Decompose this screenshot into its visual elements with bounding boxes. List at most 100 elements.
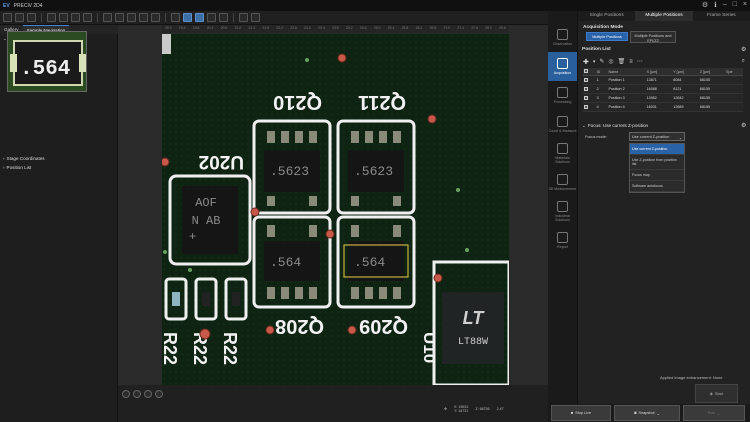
pcb-live-image[interactable]: Q210 Q211 U202 .5623 .5623 AOF N AB + .5… (162, 34, 509, 385)
ellipse-tool-button[interactable] (71, 13, 80, 22)
focus-section-header[interactable]: ⌄ Focus: Use current Z-position (582, 123, 648, 129)
cell-spe (725, 84, 743, 94)
nav-3d-measurement[interactable]: 3D Measurement (548, 168, 577, 197)
measure-tool-button[interactable] (139, 13, 148, 22)
save-button[interactable] (27, 13, 36, 22)
ruler-tick: 21.0 (234, 26, 242, 30)
col-y[interactable]: Y [µm] (672, 68, 699, 76)
nav-label: Observation (552, 42, 573, 46)
more-icon[interactable]: ⋯ (636, 59, 643, 65)
mode-multiple-positions-efi[interactable]: Multiple Positions and EFI/Z2 (630, 31, 676, 43)
select-tool-button[interactable] (47, 13, 56, 22)
col-check[interactable] (583, 68, 596, 76)
cell-spe (725, 102, 743, 112)
target-icon[interactable]: ◎ (608, 59, 614, 65)
nav-report[interactable]: Report (548, 226, 577, 255)
tab-single-positions[interactable]: Single Positions (578, 11, 636, 21)
nav-count-measure[interactable]: Count & Measure (548, 110, 577, 139)
zoom-in-icon[interactable] (122, 390, 130, 398)
layout-button[interactable] (239, 13, 248, 22)
polygon-tool-button[interactable] (83, 13, 92, 22)
stop-live-button[interactable]: ■Stop Live (551, 405, 611, 421)
gallery-button[interactable] (3, 13, 12, 22)
search-icon[interactable]: ⌕ (741, 58, 745, 64)
nav-processing[interactable]: Processing (548, 81, 577, 110)
option-focus-map[interactable]: Focus map (630, 170, 684, 181)
info-icon[interactable]: ℹ (714, 2, 717, 9)
fit-view-button[interactable] (171, 13, 180, 22)
rectangle-tool-button[interactable] (59, 13, 68, 22)
start-label: Start (714, 391, 724, 396)
cell-y: 12642 (672, 93, 699, 103)
live-image-thumbnail[interactable]: .564 (7, 31, 87, 92)
cell-x: 16088 (645, 84, 673, 94)
zoom-in-tool-button[interactable] (103, 13, 112, 22)
focus-settings-icon[interactable]: ⚙ (741, 123, 747, 129)
col-id[interactable]: ID (595, 68, 608, 76)
distance-readout: 2.47 (496, 407, 504, 411)
col-z[interactable]: Z [µm] (698, 68, 726, 76)
option-z-from-list[interactable]: Use Z-position from position list (630, 155, 684, 170)
row-checkbox[interactable] (584, 95, 588, 100)
gear-icon[interactable]: ⚙ (701, 2, 709, 9)
edit-icon[interactable]: ✎ (599, 59, 605, 65)
zoom-out-icon[interactable] (133, 390, 141, 398)
col-name[interactable]: Name (607, 68, 646, 76)
nav-observation[interactable]: Observation (548, 23, 577, 52)
materials-icon (557, 143, 568, 154)
option-software-autofocus[interactable]: Software autofocus (630, 181, 684, 192)
start-button[interactable]: ◈ Start (695, 384, 738, 403)
tab-multiple-positions[interactable]: Multiple Positions (635, 11, 693, 21)
pan-tool-button[interactable] (127, 13, 136, 22)
maximize-icon[interactable]: □ (732, 1, 737, 8)
histogram-button[interactable] (219, 13, 228, 22)
position-list-title: Position List (582, 47, 611, 52)
row-checkbox[interactable] (584, 77, 588, 82)
row-checkbox[interactable] (584, 104, 588, 109)
z-coordinate: Z: 68755 (475, 407, 490, 411)
crosshair-toggle-button[interactable] (195, 13, 204, 22)
grid-toggle-button[interactable] (207, 13, 216, 22)
run-button[interactable]: Run⌄ (683, 405, 745, 421)
nav-industrial-solutions[interactable]: Industrial Solutions (548, 197, 577, 226)
row-checkbox[interactable] (584, 86, 588, 91)
zoom-out-tool-button[interactable] (115, 13, 124, 22)
section-stage-coordinates[interactable]: › Stage Coordinates (0, 154, 117, 163)
nav-materials-solutions[interactable]: Materials Solutions (548, 139, 577, 168)
tab-sample-navigation[interactable]: Sample Navigation (22, 25, 70, 34)
nav-acquisition[interactable]: Acquisition (548, 52, 577, 81)
zoom-reset-icon[interactable] (155, 390, 163, 398)
scale-tool-button[interactable] (151, 13, 160, 22)
stage-coordinates-readout: ✥ X: 19631 Y: 16731 Z: 68755 2.47 (444, 405, 504, 413)
open-button[interactable] (15, 13, 24, 22)
dropdown-arrow-icon[interactable]: ▾ (592, 58, 596, 65)
label-q209: Q209 (359, 315, 408, 337)
col-x[interactable]: X [µm] (645, 68, 673, 76)
run-label: Run (707, 411, 715, 415)
tab-gallery[interactable]: Gallery (4, 27, 19, 32)
close-icon[interactable]: × (742, 1, 747, 8)
snapshot-button[interactable]: ◙Snapshot⌄ (614, 405, 680, 421)
option-current-z[interactable]: Use current Z-position (630, 144, 684, 155)
ruler-tick: 24.6 (359, 26, 367, 30)
focus-mode-select[interactable]: Use current Z-position ⌄ (629, 132, 685, 141)
add-icon[interactable]: ✚ (583, 58, 589, 66)
col-spe[interactable]: Spe (725, 68, 743, 76)
ruler-tick: 21.8 (262, 26, 270, 30)
menu-icon[interactable]: ≡ (629, 58, 633, 65)
zoom-fit-icon[interactable] (144, 390, 152, 398)
overlay-toggle-button[interactable] (183, 13, 192, 22)
delete-icon[interactable]: 🗑 (617, 59, 626, 65)
mode-multiple-positions[interactable]: Multiple Positions (586, 32, 628, 41)
tab-frame-series[interactable]: Frame Series (692, 11, 750, 21)
minimize-icon[interactable]: – (722, 1, 727, 8)
nav-label: Processing (553, 100, 572, 104)
settings-icon[interactable]: ⚙ (741, 47, 747, 53)
export-button[interactable] (251, 13, 260, 22)
section-position-list[interactable]: › Position List (0, 163, 117, 172)
crosshair-icon: ✥ (444, 407, 448, 411)
